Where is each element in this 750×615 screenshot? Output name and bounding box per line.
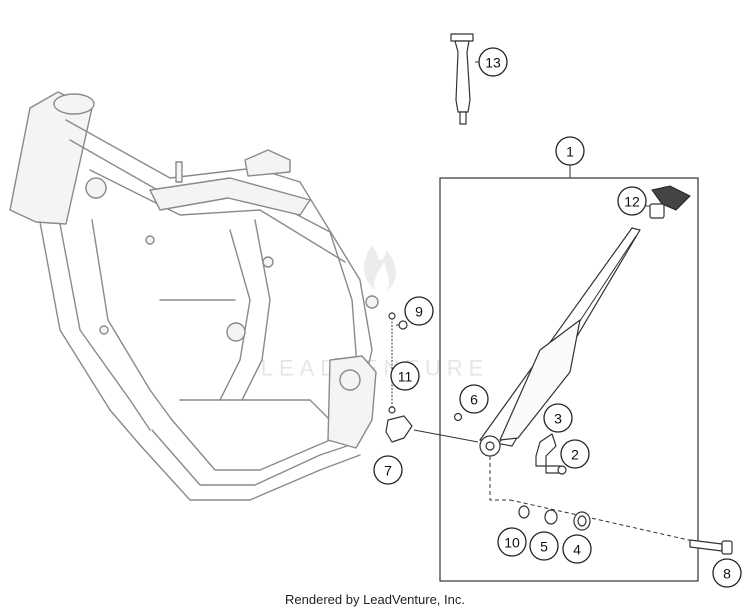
- callout-number: 13: [485, 55, 501, 71]
- callout-number: 11: [398, 369, 413, 385]
- callout-number: 1: [566, 144, 574, 160]
- part-2-bolt: [545, 465, 567, 475]
- watermark-flame-icon: [364, 245, 396, 292]
- callout-number: 7: [384, 463, 392, 479]
- callout-circle: [529, 531, 559, 561]
- callout-2: 2: [560, 439, 590, 469]
- side-stand-leg: [479, 227, 641, 457]
- callout-number: 4: [573, 542, 581, 558]
- callout-circle: [459, 384, 489, 414]
- rendered-by-credit: Rendered by LeadVenture, Inc.: [285, 592, 465, 607]
- callout-number: 2: [571, 447, 579, 463]
- callout-circle: [478, 47, 508, 77]
- callout-9: 9: [404, 296, 434, 326]
- callout-8: 8: [712, 558, 742, 588]
- part-4-bushing: [573, 511, 591, 531]
- callout-1: 1: [555, 136, 585, 166]
- callout-number: 8: [723, 566, 731, 582]
- frame-illustration: [9, 91, 379, 501]
- callout-circle: [712, 558, 742, 588]
- callout-4: 4: [562, 534, 592, 564]
- callout-13: 13: [478, 47, 508, 77]
- part-13-tool: [450, 33, 480, 125]
- part-8-pivot-bolt: [689, 539, 733, 555]
- watermark: LEADVENTURE: [261, 245, 483, 381]
- callout-circle: [390, 361, 420, 391]
- callout-5: 5: [529, 531, 559, 561]
- part-3-bracket: [535, 433, 557, 467]
- callout-circle: [555, 136, 585, 166]
- assembly-box: [439, 177, 699, 582]
- callout-circle: [560, 439, 590, 469]
- callout-circle: [543, 403, 573, 433]
- callout-10: 10: [497, 527, 527, 557]
- callout-number: 6: [470, 392, 478, 408]
- callout-circle: [617, 186, 647, 216]
- part-12-rubber-pad: [646, 185, 691, 219]
- part-5-washer: [544, 509, 558, 525]
- callout-number: 12: [624, 194, 640, 210]
- callout-circle: [497, 527, 527, 557]
- part-7-spring-hook: [385, 415, 413, 443]
- callout-number: 9: [415, 304, 423, 320]
- callout-circle: [404, 296, 434, 326]
- callout-circle: [562, 534, 592, 564]
- callout-number: 3: [554, 411, 562, 427]
- callout-number: 5: [540, 539, 548, 555]
- callout-12: 12: [617, 186, 647, 216]
- part-6-nut: [453, 412, 463, 422]
- part-9-bolt: [396, 320, 408, 330]
- callout-number: 10: [504, 535, 520, 551]
- callout-6: 6: [459, 384, 489, 414]
- callout-7: 7: [373, 455, 403, 485]
- callout-3: 3: [543, 403, 573, 433]
- callout-11: 11: [390, 361, 420, 391]
- part-11-spring: [388, 312, 396, 414]
- part-10-washer: [518, 505, 530, 519]
- callout-circle: [373, 455, 403, 485]
